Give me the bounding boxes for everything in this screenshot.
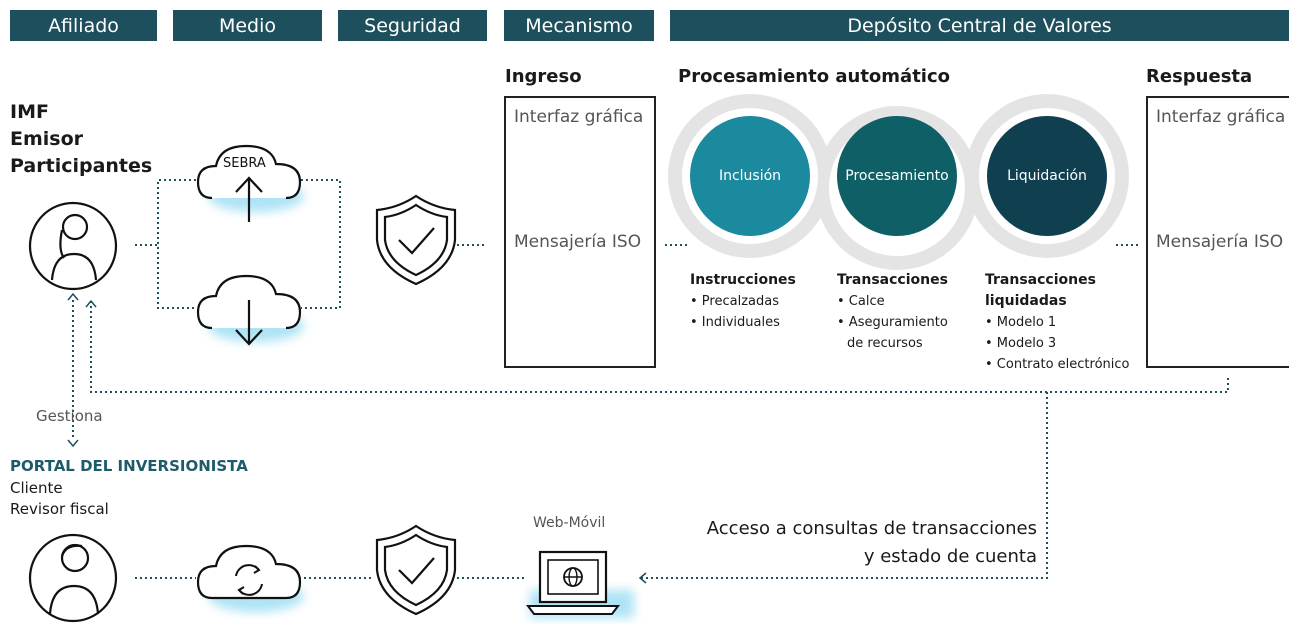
shield-check-icon-portal — [375, 524, 457, 616]
access-line1: Acceso a consultas de transacciones — [706, 518, 1037, 539]
shield-check-icon — [375, 194, 457, 286]
details-col2-title: Transacciones — [837, 272, 948, 288]
details-col1-title: Instrucciones — [690, 272, 796, 288]
respuesta-iso-label: Mensajería ISO — [1156, 232, 1284, 252]
cloud-sync-icon — [196, 544, 304, 612]
portal-cliente: Cliente — [10, 479, 63, 497]
header-afiliado: Afiliado — [10, 10, 157, 41]
affiliate-imf: IMF — [10, 101, 49, 123]
affiliate-emisor: Emisor — [10, 128, 84, 150]
details-col3-item: • Modelo 3 — [985, 336, 1057, 351]
header-dcv: Depósito Central de Valores — [670, 10, 1289, 41]
portal-person-icon — [28, 533, 118, 623]
sebra-label: SEBRA — [223, 156, 266, 171]
ingreso-box — [504, 96, 656, 368]
web-movil-label: Web-Móvil — [533, 515, 606, 531]
laptop-web-icon — [526, 550, 634, 618]
ingreso-iso-label: Mensajería ISO — [514, 232, 642, 252]
header-seguridad: Seguridad — [338, 10, 487, 41]
portal-revisor: Revisor fiscal — [10, 500, 109, 518]
portal-roles: Cliente Revisor fiscal — [10, 478, 109, 520]
processing-title: Procesamiento automático — [678, 66, 951, 87]
details-col3-item: • Contrato electrónico — [985, 357, 1130, 372]
cloud-download-icon — [196, 274, 304, 346]
dotted-connectors — [72, 179, 1229, 579]
header-mecanismo: Mecanismo — [504, 10, 654, 41]
details-col3-title1: Transacciones — [985, 272, 1096, 288]
portal-title: PORTAL DEL INVERSIONISTA — [10, 457, 248, 475]
respuesta-box — [1146, 96, 1289, 368]
details-col3-title2: liquidadas — [985, 293, 1067, 309]
affiliate-participantes: Participantes — [10, 155, 153, 177]
cloud-upload-icon — [196, 144, 304, 222]
access-text: Acceso a consultas de transacciones y es… — [707, 515, 1037, 571]
header-medio: Medio — [173, 10, 322, 41]
respuesta-title: Respuesta — [1146, 66, 1253, 87]
details-col1-item: • Precalzadas — [690, 294, 779, 309]
details-transacciones: Transacciones • Calce • Aseguramiento de… — [837, 270, 948, 354]
details-col2-item: de recursos — [847, 336, 923, 351]
access-line2: y estado de cuenta — [863, 546, 1037, 567]
arrowheads — [67, 292, 647, 584]
affiliate-person-icon — [28, 201, 118, 291]
details-col2-item: • Calce — [837, 294, 885, 309]
ingreso-interface-label: Interfaz gráfica — [514, 107, 644, 127]
details-instrucciones: Instrucciones • Precalzadas • Individual… — [690, 270, 796, 333]
details-col2-item: • Aseguramiento — [837, 315, 948, 330]
affiliate-labels: IMF Emisor Participantes — [10, 99, 152, 180]
gestiona-label: Gestiona — [36, 407, 103, 425]
ingreso-title: Ingreso — [505, 66, 582, 87]
details-col3-item: • Modelo 1 — [985, 315, 1057, 330]
details-liquidadas: Transacciones liquidadas • Modelo 1 • Mo… — [985, 270, 1129, 375]
respuesta-interface-label: Interfaz gráfica — [1156, 107, 1286, 127]
step-liquidacion: Liquidación — [987, 116, 1107, 236]
details-col1-item: • Individuales — [690, 315, 780, 330]
step-procesamiento: Procesamiento — [837, 116, 957, 236]
step-inclusion: Inclusión — [690, 116, 810, 236]
